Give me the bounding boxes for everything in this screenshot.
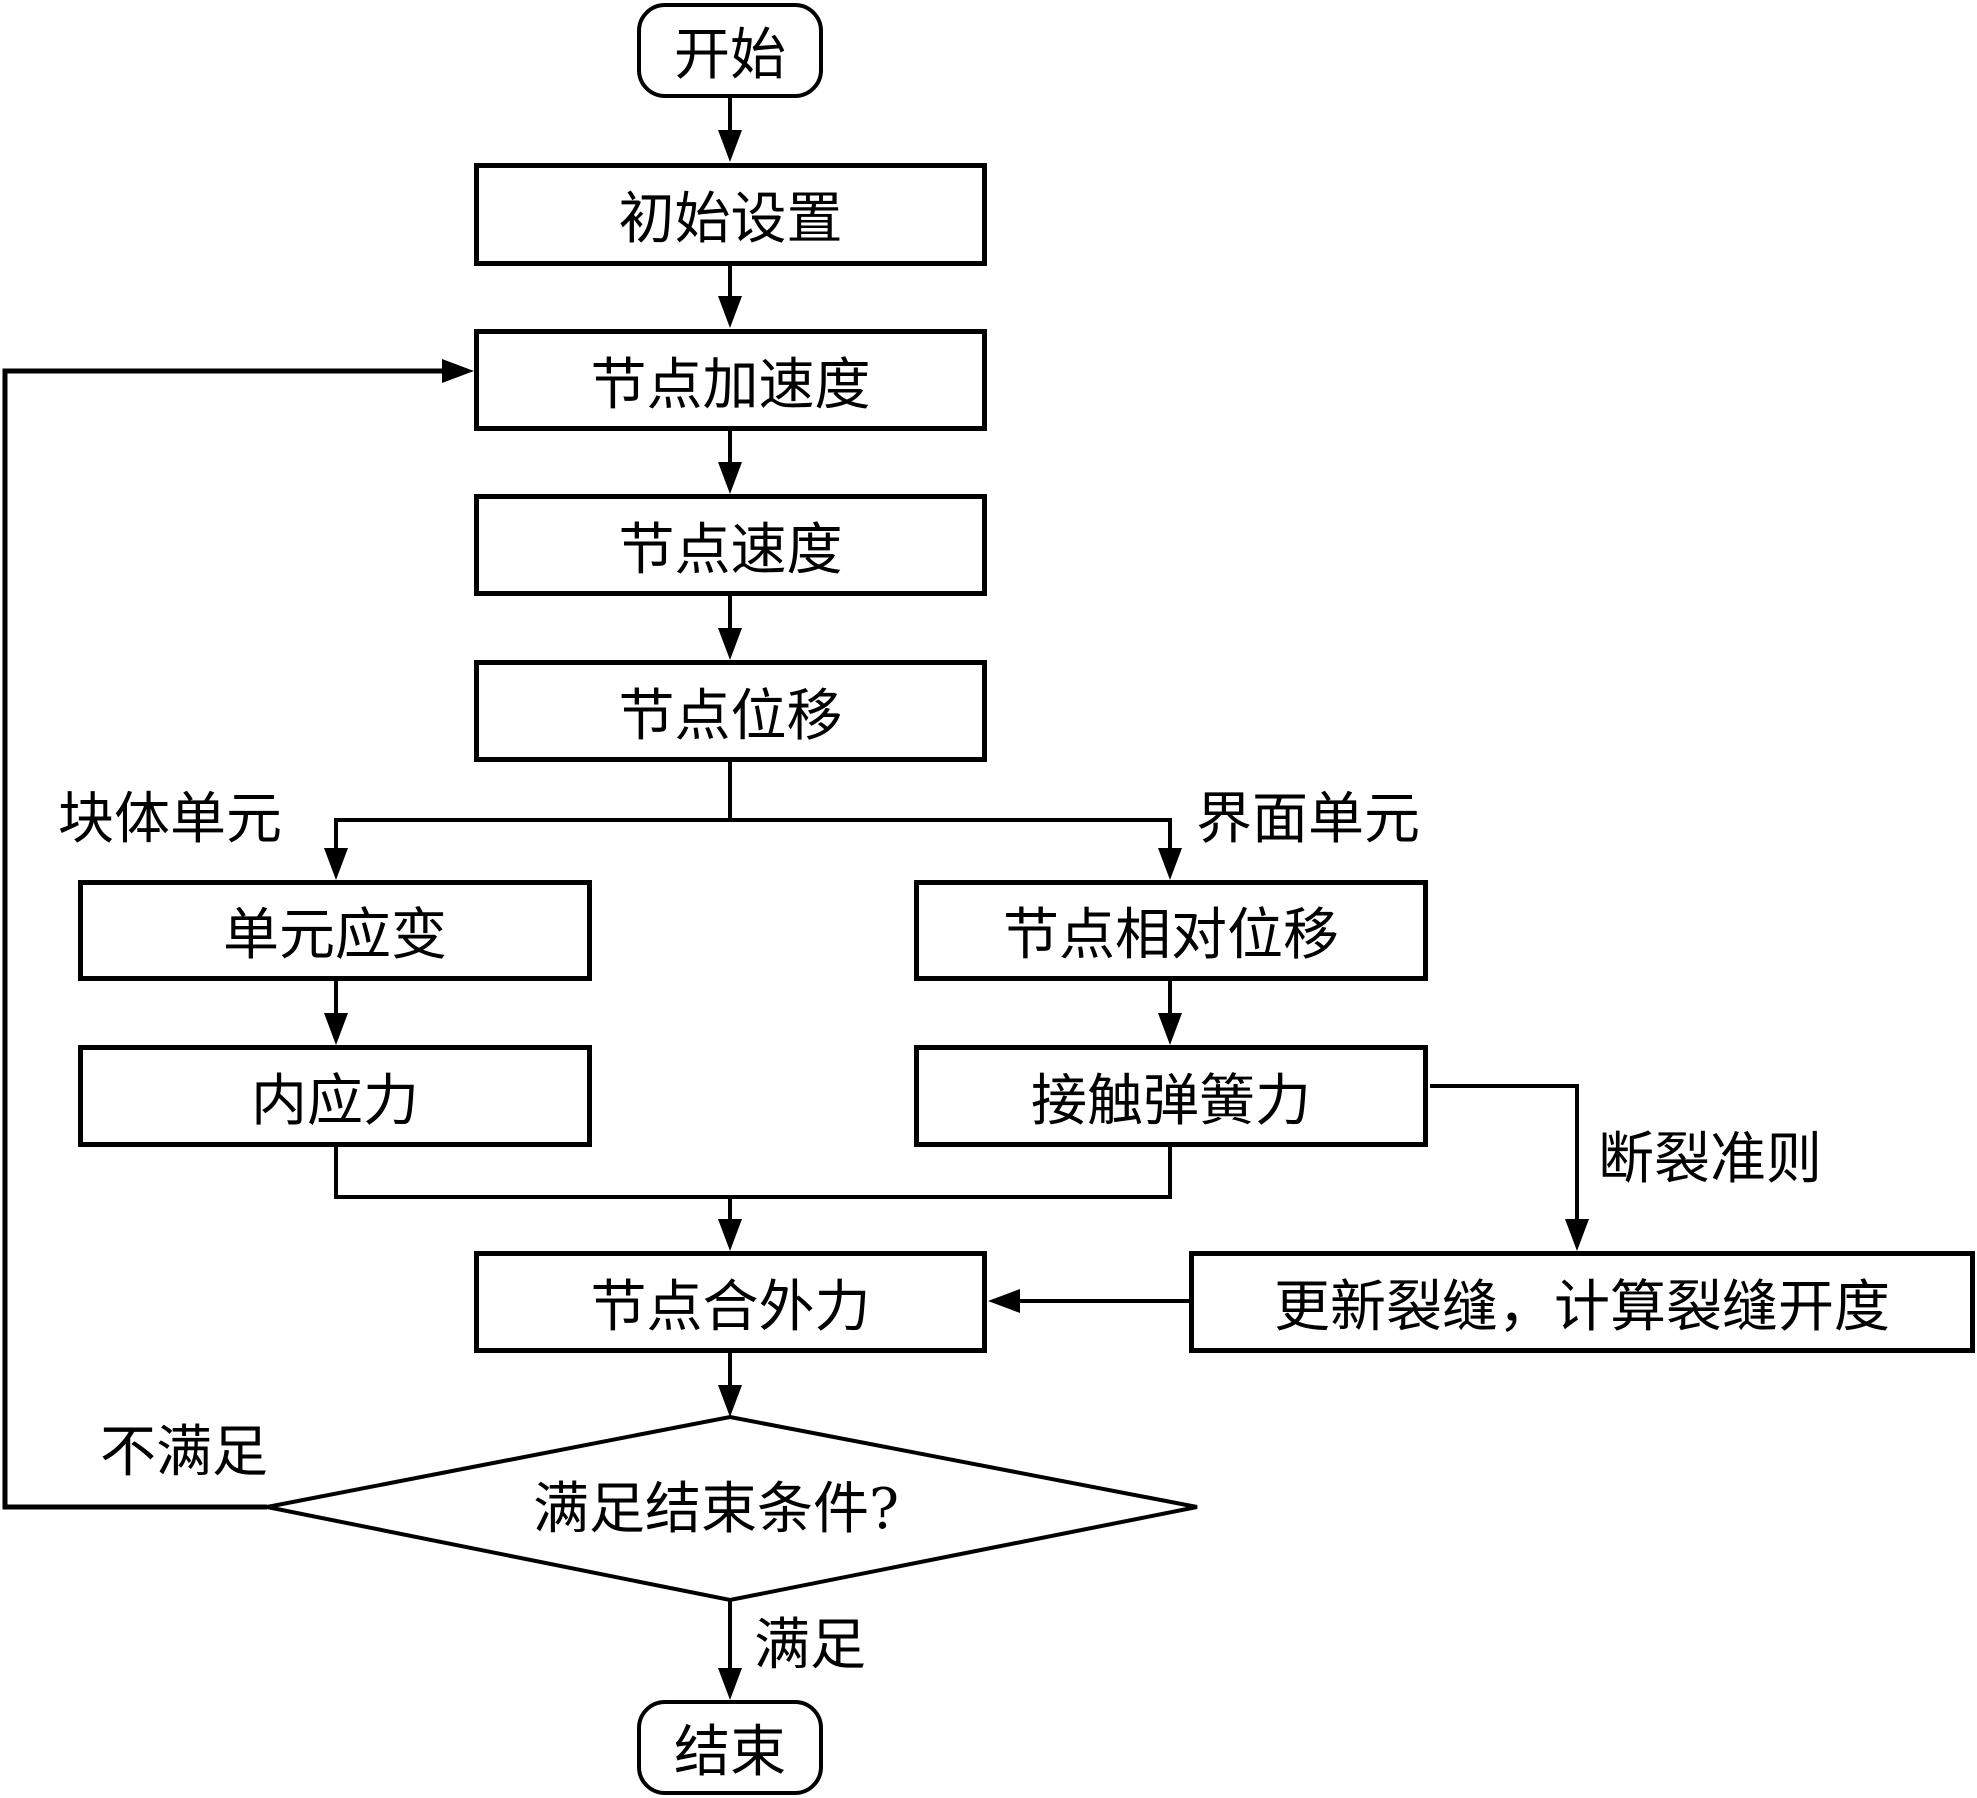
element-strain-node: 单元应变 bbox=[78, 880, 592, 981]
relative-displacement-node: 节点相对位移 bbox=[914, 880, 1428, 981]
end-node: 结束 bbox=[637, 1700, 823, 1795]
start-node: 开始 bbox=[637, 3, 823, 98]
not-satisfied-label: 不满足 bbox=[100, 1420, 268, 1485]
node-displacement-node: 节点位移 bbox=[474, 660, 987, 762]
decision-text: 满足结束条件? bbox=[532, 1477, 900, 1542]
edge-loop-back bbox=[2, 368, 462, 1510]
fracture-criterion-label: 断裂准则 bbox=[1598, 1127, 1822, 1192]
resultant-force-node: 节点合外力 bbox=[474, 1251, 987, 1353]
update-crack-node: 更新裂缝，计算裂缝开度 bbox=[1189, 1251, 1975, 1353]
edge-branch bbox=[334, 818, 1172, 868]
interface-element-label: 界面单元 bbox=[1196, 787, 1420, 852]
node-accel-node: 节点加速度 bbox=[474, 329, 987, 431]
contact-spring-force-node: 接触弹簧力 bbox=[914, 1045, 1428, 1147]
node-velocity-node: 节点速度 bbox=[474, 494, 987, 596]
block-element-label: 块体单元 bbox=[58, 787, 282, 852]
satisfied-label: 满足 bbox=[754, 1613, 866, 1678]
init-node: 初始设置 bbox=[474, 163, 987, 266]
edge-contact-update bbox=[1430, 1084, 1579, 1239]
internal-stress-node: 内应力 bbox=[78, 1045, 592, 1147]
edge-merge bbox=[334, 1147, 1172, 1199]
